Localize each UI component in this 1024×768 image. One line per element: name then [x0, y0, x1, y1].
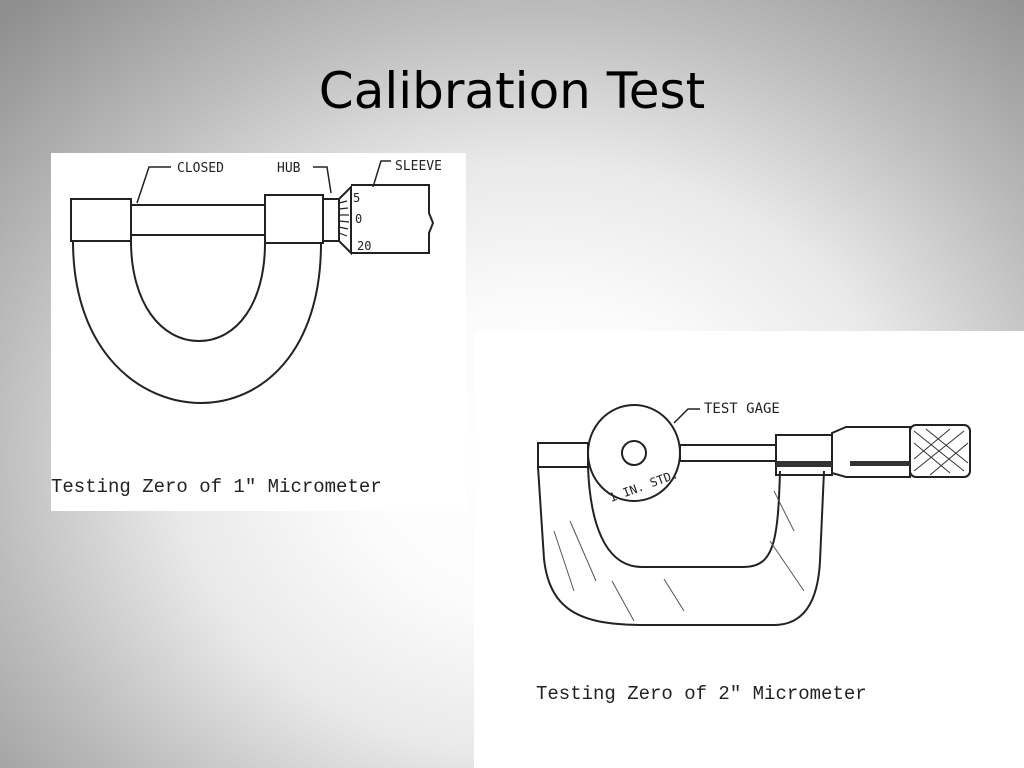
thimble-graduation-band [850, 461, 910, 466]
frame-outer [72, 240, 322, 405]
closed-label: CLOSED [177, 161, 224, 176]
figure-2-caption: Testing Zero of 2" Micrometer [536, 683, 867, 705]
spindle [679, 444, 777, 462]
frame-outer [537, 466, 825, 626]
figure-2-micrometer-2in: TEST GAGE 1 IN. STD. Testing Zero of 2" … [474, 331, 1024, 768]
figure-1-micrometer-1in: CLOSED HUB SLEEVE 5 0 20 Testing Zero of… [51, 153, 466, 511]
micrometer-2in-drawing: TEST GAGE 1 IN. STD. [537, 401, 971, 626]
anvil [537, 442, 589, 468]
frame-block [264, 194, 324, 244]
closed-leader [136, 166, 171, 204]
sleeve-label: SLEEVE [395, 159, 442, 174]
frame-inner [587, 466, 781, 568]
frame-hatching [553, 490, 805, 622]
sleeve [351, 184, 435, 254]
test-gage-disk [587, 404, 681, 502]
sleeve [775, 434, 833, 476]
slide-title: Calibration Test [318, 62, 706, 120]
test-gage-leader [673, 408, 700, 424]
figure-1-caption: Testing Zero of 1" Micrometer [51, 476, 382, 498]
sleeve-graduation-band [776, 461, 832, 467]
test-gage-label: TEST GAGE [704, 401, 780, 417]
thimble [831, 426, 911, 478]
hub-leader [313, 166, 332, 194]
thimble-ticks [338, 200, 350, 237]
test-gage-hole [621, 440, 647, 466]
ratchet-knurl [909, 424, 971, 478]
frame-inner [130, 240, 266, 343]
hub-label: HUB [277, 161, 301, 176]
hub [322, 198, 340, 242]
thimble [338, 184, 352, 256]
knurl-pattern [913, 428, 969, 476]
thimble-number-20: 20 [357, 239, 371, 253]
thimble-number-0: 0 [355, 212, 362, 226]
spindle-rod [130, 204, 266, 236]
anvil-block [70, 198, 132, 242]
micrometer-1in-drawing: CLOSED HUB SLEEVE 5 0 20 [70, 159, 442, 405]
sleeve-leader [372, 160, 391, 188]
thimble-number-5: 5 [353, 191, 360, 205]
